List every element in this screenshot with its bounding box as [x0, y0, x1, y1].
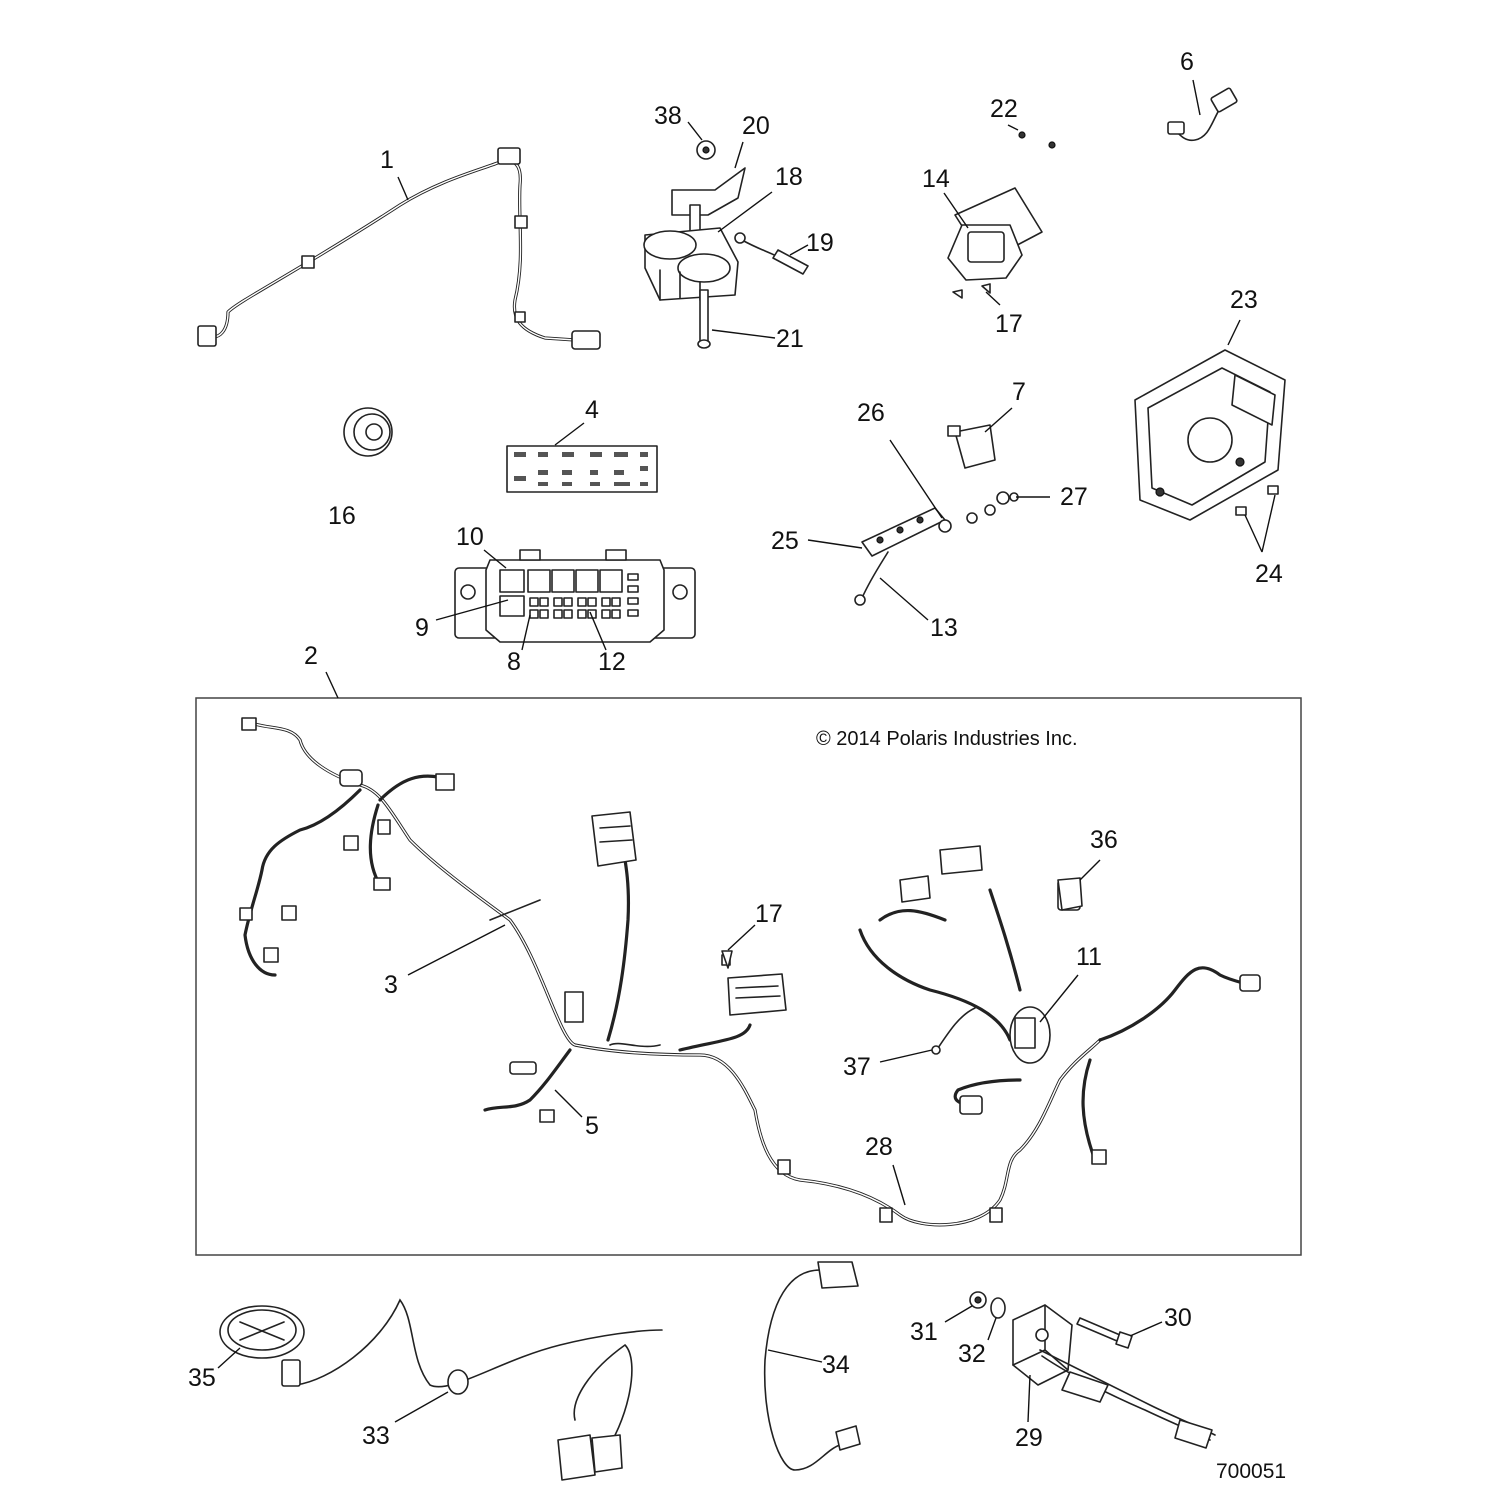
light-part-35	[219, 1305, 305, 1359]
callout-24: 24	[1255, 560, 1283, 588]
callout-27: 27	[1060, 483, 1088, 511]
connector-part-36	[1057, 877, 1083, 911]
screws-part-24	[1235, 485, 1279, 516]
callout-3: 3	[384, 971, 398, 999]
tail-harness-part-33	[281, 1298, 663, 1481]
nut-part-31	[969, 1291, 987, 1309]
callout-29: 29	[1015, 1424, 1043, 1452]
callout-30: 30	[1164, 1304, 1192, 1332]
callout-34: 34	[822, 1351, 850, 1379]
regulator-part-29	[1012, 1304, 1216, 1449]
callout-6: 6	[1180, 48, 1194, 76]
callout-20: 20	[742, 112, 770, 140]
callout-7: 7	[1012, 378, 1026, 406]
sensor-cable-part-34	[763, 1261, 861, 1471]
callout-13: 13	[930, 614, 958, 642]
callout-17-harness: 17	[755, 900, 783, 928]
callout-28: 28	[865, 1133, 893, 1161]
callout-25: 25	[771, 527, 799, 555]
callout-26: 26	[857, 399, 885, 427]
spacer-part-32	[990, 1297, 1006, 1319]
callout-21: 21	[776, 325, 804, 353]
fuse-box-part-10	[454, 549, 696, 643]
callout-18: 18	[775, 163, 803, 191]
main-wire-harness-part-3	[239, 717, 1261, 1227]
fastener-part-26	[938, 519, 952, 533]
callout-12: 12	[598, 648, 626, 676]
callout-10: 10	[456, 523, 484, 551]
ground-cable-part-13	[854, 551, 889, 606]
relay-part-7	[947, 424, 996, 469]
callout-14: 14	[922, 165, 950, 193]
callout-36: 36	[1090, 826, 1118, 854]
callout-4: 4	[585, 396, 599, 424]
callout-32: 32	[958, 1340, 986, 1368]
callout-38: 38	[654, 102, 682, 130]
figure-number: 700051	[1216, 1460, 1287, 1483]
callout-numbers: 1 2 3 4 5 6 7 8 9 10 11 12 13 14 16 17 1…	[188, 48, 1283, 1452]
bolt-part-21	[697, 289, 711, 349]
copyright-notice: © 2014 Polaris Industries Inc.	[816, 728, 1078, 750]
ignition-coil-part-18	[643, 227, 739, 301]
nuts-part-27	[966, 491, 1019, 524]
callout-9: 9	[415, 614, 429, 642]
callout-16: 16	[328, 502, 356, 530]
callout-37: 37	[843, 1053, 871, 1081]
lead-part-37	[931, 1007, 976, 1055]
grommet-part-16	[343, 407, 393, 457]
callout-11: 11	[1076, 943, 1102, 971]
fuse-slots-part-12	[529, 573, 639, 619]
callout-19: 19	[806, 229, 834, 257]
wire-harness-part-1	[197, 147, 601, 350]
ground-lead-part-19	[734, 232, 809, 275]
callout-2: 2	[304, 642, 318, 670]
callout-33: 33	[362, 1422, 390, 1450]
leader-lines	[217, 79, 1276, 1423]
callout-35: 35	[188, 1364, 216, 1392]
callout-5: 5	[585, 1112, 599, 1140]
sensor-pigtail-part-6	[1167, 87, 1238, 142]
callout-8: 8	[507, 648, 521, 676]
module-cover-part-14	[947, 131, 1056, 299]
callout-1: 1	[380, 146, 394, 174]
callout-22: 22	[990, 95, 1018, 123]
callout-31: 31	[910, 1318, 938, 1346]
decal-legend	[514, 452, 648, 486]
harness-kit-box-part-2	[195, 697, 1302, 1256]
callout-23: 23	[1230, 286, 1258, 314]
bolt-part-30	[1076, 1317, 1133, 1349]
callout-17-module: 17	[995, 310, 1023, 338]
fuse-decal-part-4	[506, 445, 658, 493]
terminal-strip-part-25	[861, 507, 946, 557]
nut-part-38	[696, 140, 716, 160]
ecu-part-23	[1134, 349, 1286, 521]
